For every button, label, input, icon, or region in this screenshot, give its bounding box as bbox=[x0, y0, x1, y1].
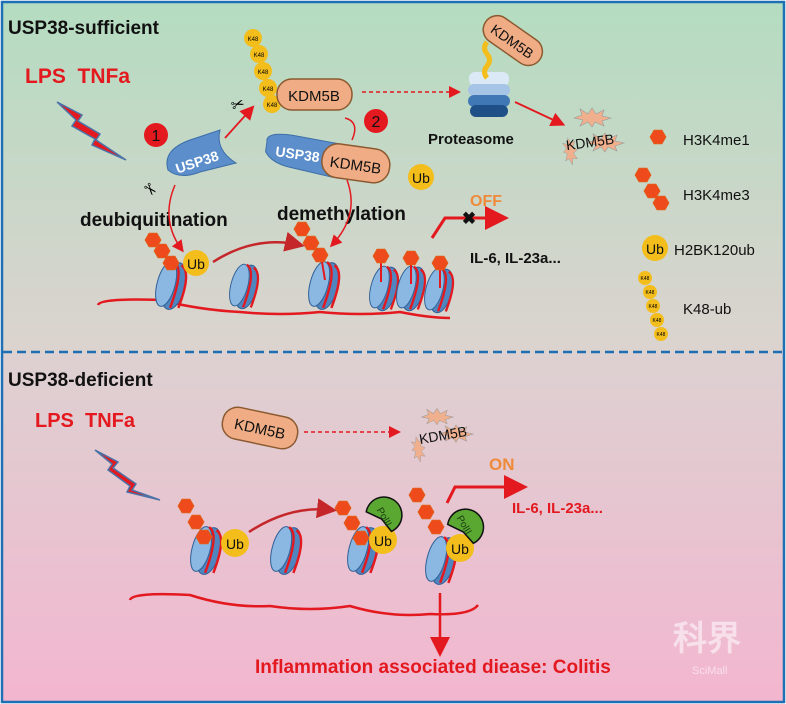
kdm5b-protein-stable bbox=[221, 406, 299, 450]
k48-label: K48 bbox=[646, 290, 655, 296]
watermark-logo: 科界 SciMall bbox=[673, 619, 741, 677]
kdm5b-label: KDM5B bbox=[288, 88, 340, 105]
free-ub-icon bbox=[408, 164, 434, 190]
off-label: OFF bbox=[470, 193, 502, 210]
k48-ub-legend-icon: K48 K48 K48 K48 K48 bbox=[638, 271, 668, 341]
legend-k48-ub: K48-ub bbox=[683, 301, 731, 318]
k48-label: K48 bbox=[267, 103, 278, 109]
binding-connector bbox=[344, 117, 356, 141]
h3k4me1-marks bbox=[372, 248, 449, 288]
step-2-badge bbox=[364, 109, 388, 133]
on-label: ON bbox=[489, 455, 515, 474]
lightning-bolt-icon bbox=[94, 449, 161, 501]
k48-label: K48 bbox=[649, 304, 658, 310]
top-genes-label: IL-6, IL-23a... bbox=[470, 250, 561, 267]
step-2-label: 2 bbox=[372, 114, 381, 131]
ub-promotes-methylation-arrow bbox=[248, 498, 337, 534]
ub-label: Ub bbox=[226, 536, 244, 552]
kdm5b-on-proteasome bbox=[482, 14, 544, 67]
blocked-x-icon: ✖ bbox=[462, 209, 476, 228]
legend-h3k4me1: H3K4me1 bbox=[683, 132, 750, 149]
k48-label: K48 bbox=[258, 70, 269, 76]
legend-ub-icon-text: Ub bbox=[646, 241, 664, 257]
degradation-arrow bbox=[514, 101, 566, 126]
degraded-kdm5b-label: KDM5B bbox=[565, 131, 615, 154]
degraded-kdm5b: KDM5B bbox=[560, 107, 625, 167]
k48-label: K48 bbox=[641, 276, 650, 282]
deubiquitination-arrow bbox=[168, 184, 184, 253]
svg-text:SciMall: SciMall bbox=[692, 665, 727, 677]
complex-usp38-label: USP38 bbox=[274, 143, 320, 165]
polii-icon: PolII bbox=[446, 508, 485, 545]
disease-outcome-label: Inflammation associated diease: Colitis bbox=[255, 657, 611, 678]
chromatin-ub-icon bbox=[183, 250, 209, 276]
h3k4me3-legend-icon bbox=[634, 167, 652, 183]
legend-h2bk120ub: H2BK120ub bbox=[674, 242, 755, 259]
top-stimulus: LPS TNFa bbox=[25, 65, 130, 88]
legend: H3K4me1 H3K4me3 Ub H2BK120ub K48 K48 K48… bbox=[634, 129, 755, 341]
proteasome-icon bbox=[468, 40, 510, 117]
k48-chain: K48 K48 K48 K48 K48 bbox=[244, 29, 281, 113]
bottom-genes-label: IL-6, IL-23a... bbox=[512, 500, 603, 517]
ub-promotes-methylation-arrow bbox=[212, 231, 305, 264]
free-ub-label: Ub bbox=[412, 170, 430, 186]
step-1-label: 1 bbox=[152, 128, 161, 145]
ub-icon bbox=[221, 529, 249, 557]
k48-label: K48 bbox=[263, 87, 274, 93]
ub-label: Ub bbox=[374, 533, 392, 549]
kdm5b-protein bbox=[276, 78, 353, 111]
dna-strand bbox=[96, 298, 451, 320]
top-title: USP38-sufficient bbox=[8, 18, 160, 39]
bottom-title: USP38-deficient bbox=[8, 370, 153, 391]
chromatin-ub-label: Ub bbox=[187, 256, 205, 272]
lightning-bolt-icon bbox=[56, 101, 127, 161]
h2bk120ub-legend-icon bbox=[642, 235, 668, 261]
step-1-badge bbox=[144, 123, 168, 147]
ub-icon bbox=[446, 534, 474, 562]
ub-label: Ub bbox=[451, 541, 469, 557]
demethylation-arrow bbox=[329, 179, 352, 248]
k48-label: K48 bbox=[254, 53, 265, 59]
bottom-stimulus: LPS TNFa bbox=[35, 410, 136, 432]
demethylation-label: demethylation bbox=[277, 204, 406, 225]
usp38-kdm5b-complex: USP38 KDM5B bbox=[265, 133, 391, 184]
legend-h3k4me3: H3K4me3 bbox=[683, 187, 750, 204]
deubiquitination-label: deubiquitination bbox=[80, 210, 228, 231]
usp38-to-kdm5b-arrow bbox=[224, 105, 255, 139]
transcription-off-arrow bbox=[430, 206, 509, 239]
h3k4me1-legend-icon bbox=[649, 129, 667, 145]
dna-strand bbox=[128, 592, 480, 617]
proteasome-label: Proteasome bbox=[428, 131, 514, 148]
k48-label: K48 bbox=[657, 332, 666, 338]
transcription-on-arrow bbox=[445, 475, 528, 504]
k48-label: K48 bbox=[653, 318, 662, 324]
ub-icon bbox=[369, 526, 397, 554]
svg-text:科界: 科界 bbox=[673, 619, 741, 659]
k48-label: K48 bbox=[248, 37, 259, 43]
